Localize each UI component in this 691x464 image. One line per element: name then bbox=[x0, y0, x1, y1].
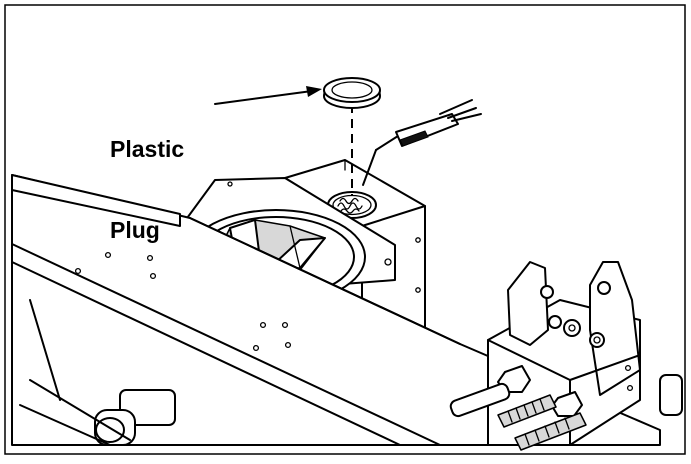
bolts-and-springs bbox=[449, 365, 683, 451]
plastic-plug-label-line1: Plastic bbox=[110, 136, 185, 162]
callout-arrow bbox=[214, 86, 322, 105]
lower-cylinder bbox=[19, 299, 176, 446]
figure-border bbox=[4, 4, 686, 455]
plastic-plug-label-line2: Plug bbox=[110, 217, 160, 243]
test-probe bbox=[362, 99, 482, 186]
plastic-plug bbox=[323, 77, 381, 109]
plastic-plug-label: Plastic Plug bbox=[110, 82, 184, 271]
